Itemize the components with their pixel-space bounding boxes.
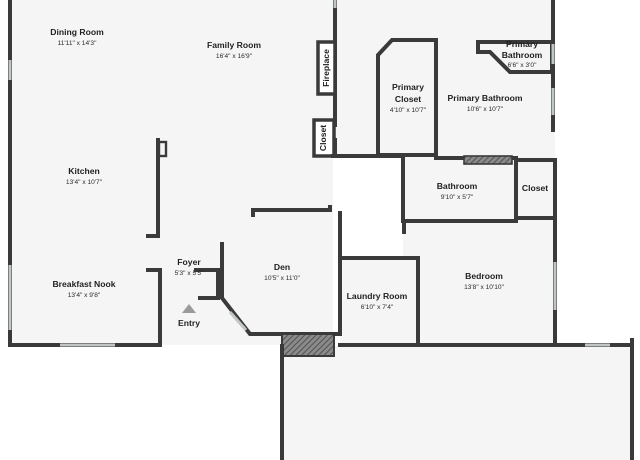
closet-small-label: Closet <box>318 125 328 151</box>
closet-box <box>312 118 336 158</box>
bathroom-label: Bathroom <box>437 181 478 191</box>
foyer-label: Foyer <box>177 257 201 267</box>
laundry-room-dims: 6'10" x 7'4" <box>361 304 394 311</box>
room-labels: Dining Room 11'11" x 14'3" Family Room 1… <box>50 27 548 311</box>
breakfast-nook-label: Breakfast Nook <box>52 279 115 289</box>
fireplace-label: Fireplace <box>321 49 331 87</box>
primary-bathroom-small-label-2: Bathroom <box>502 50 543 60</box>
primary-closet-label-1: Primary <box>392 82 424 92</box>
bedroom-wing-floor <box>403 158 555 346</box>
primary-bathroom-label: Primary Bathroom <box>448 93 523 103</box>
kitchen-label: Kitchen <box>68 166 100 176</box>
foyer-dims: 5'3" x 5'5" <box>175 270 204 277</box>
hatched-utility <box>281 333 335 357</box>
entry-marker: Entry <box>178 304 200 328</box>
primary-bathroom-dims: 10'6" x 10'7" <box>467 106 504 113</box>
garage-floor <box>282 346 632 460</box>
breakfast-nook-dims: 13'4" x 9'8" <box>68 292 101 299</box>
dining-room-dims: 11'11" x 14'3" <box>58 40 98 47</box>
closet-right-label: Closet <box>522 183 548 193</box>
main-floor-area <box>10 0 333 345</box>
primary-closet-label-2: Closet <box>395 94 421 104</box>
bathroom-dims: 9'10" x 5'7" <box>441 194 474 201</box>
dining-room-label: Dining Room <box>50 27 104 37</box>
primary-closet-dims: 4'10" x 10'7" <box>390 107 427 114</box>
den-label: Den <box>274 262 290 272</box>
den-dims: 10'5" x 11'0" <box>264 275 300 282</box>
primary-bathroom-small-label-1: Primary <box>506 39 538 49</box>
bedroom-dims: 13'8" x 10'10" <box>464 284 504 291</box>
kitchen-dims: 13'4" x 10'7" <box>66 179 103 186</box>
laundry-floor <box>340 258 418 346</box>
primary-bathroom-small-dims: 6'6" x 3'0" <box>508 62 537 69</box>
windows <box>8 0 610 347</box>
fireplace-box <box>316 40 337 96</box>
family-room-dims: 16'4" x 16'9" <box>216 53 253 60</box>
family-room-label: Family Room <box>207 40 261 50</box>
entry-label: Entry <box>178 318 200 328</box>
laundry-room-label: Laundry Room <box>347 291 408 301</box>
entry-arrow-icon <box>182 304 196 313</box>
floor-fills <box>10 0 632 460</box>
primary-suite-floor <box>333 0 555 158</box>
bedroom-label: Bedroom <box>465 271 503 281</box>
